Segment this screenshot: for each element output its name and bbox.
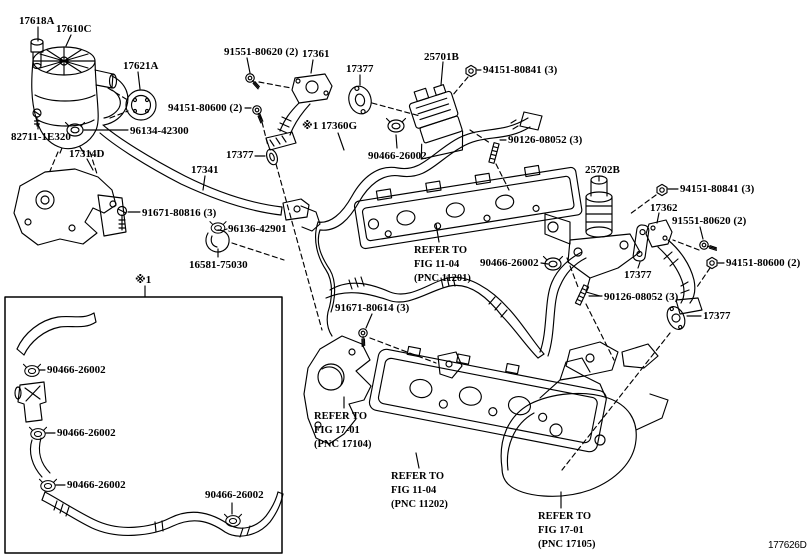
drawing-code: 177626D — [768, 540, 807, 551]
nut-94151-80600-right — [706, 256, 718, 270]
vsv-assembly-25701b — [408, 84, 464, 160]
bracket-17314d — [13, 168, 127, 246]
gasket-17377-plate — [632, 224, 650, 262]
nut-94151-80841-top — [465, 64, 477, 78]
valve-cover-bottom — [368, 345, 607, 453]
air-pump-17610c — [31, 46, 118, 154]
note-box — [4, 296, 283, 554]
clamp-box-3 — [38, 478, 58, 492]
bolt-82711-1e320 — [32, 108, 42, 127]
clamp-box-2 — [28, 426, 48, 440]
nut-94151-80841-right — [656, 183, 668, 197]
check-valve-17618a — [30, 38, 44, 70]
stud-90126-top — [488, 142, 500, 164]
hose-17341 — [99, 124, 283, 216]
bolt-91671-80816 — [116, 205, 128, 231]
clamp-90466-top — [385, 117, 407, 133]
front-cover-17104 — [303, 335, 372, 445]
protector-16581-75030 — [205, 229, 230, 253]
pulley-17621a — [125, 89, 157, 121]
clamp-box-1 — [22, 363, 42, 377]
leader-lines — [37, 26, 725, 515]
clamp-box-4 — [223, 513, 243, 527]
hose-to-egr — [539, 251, 587, 357]
egr-valve-25702b — [544, 175, 641, 297]
bolt-91551-right — [698, 237, 718, 255]
box-hose-assembly — [14, 312, 284, 538]
pipe-17361 — [265, 73, 333, 151]
valve-cover-top — [353, 164, 583, 250]
gasket-17377-oval — [348, 85, 372, 115]
gasket-17377-bottom — [666, 306, 686, 330]
bolt-94151-80600-left — [248, 103, 270, 124]
lower-hose — [325, 276, 545, 379]
dashed-lines — [49, 76, 711, 471]
bolt-91671-80614 — [353, 326, 374, 348]
pipe-17362 — [645, 219, 703, 315]
timing-cover-17105 — [500, 357, 669, 497]
pipe-junction — [282, 198, 321, 232]
hose-17360g — [315, 111, 543, 337]
egr-mount-brackets — [565, 341, 659, 377]
bolt-91551-top — [243, 72, 263, 90]
gasket-17377-small — [265, 148, 279, 166]
